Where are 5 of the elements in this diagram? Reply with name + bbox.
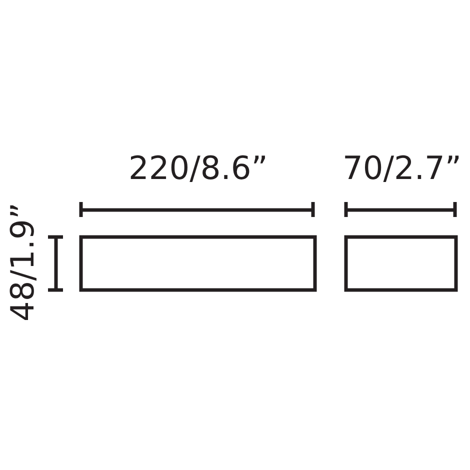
dimension-label: 70/2.7” [342,152,462,184]
dimension-label: 48/1.9” [6,202,38,322]
dimension-label: 220/8.6” [128,152,268,184]
front-view-outline [79,235,317,292]
side-view-outline [344,235,458,292]
